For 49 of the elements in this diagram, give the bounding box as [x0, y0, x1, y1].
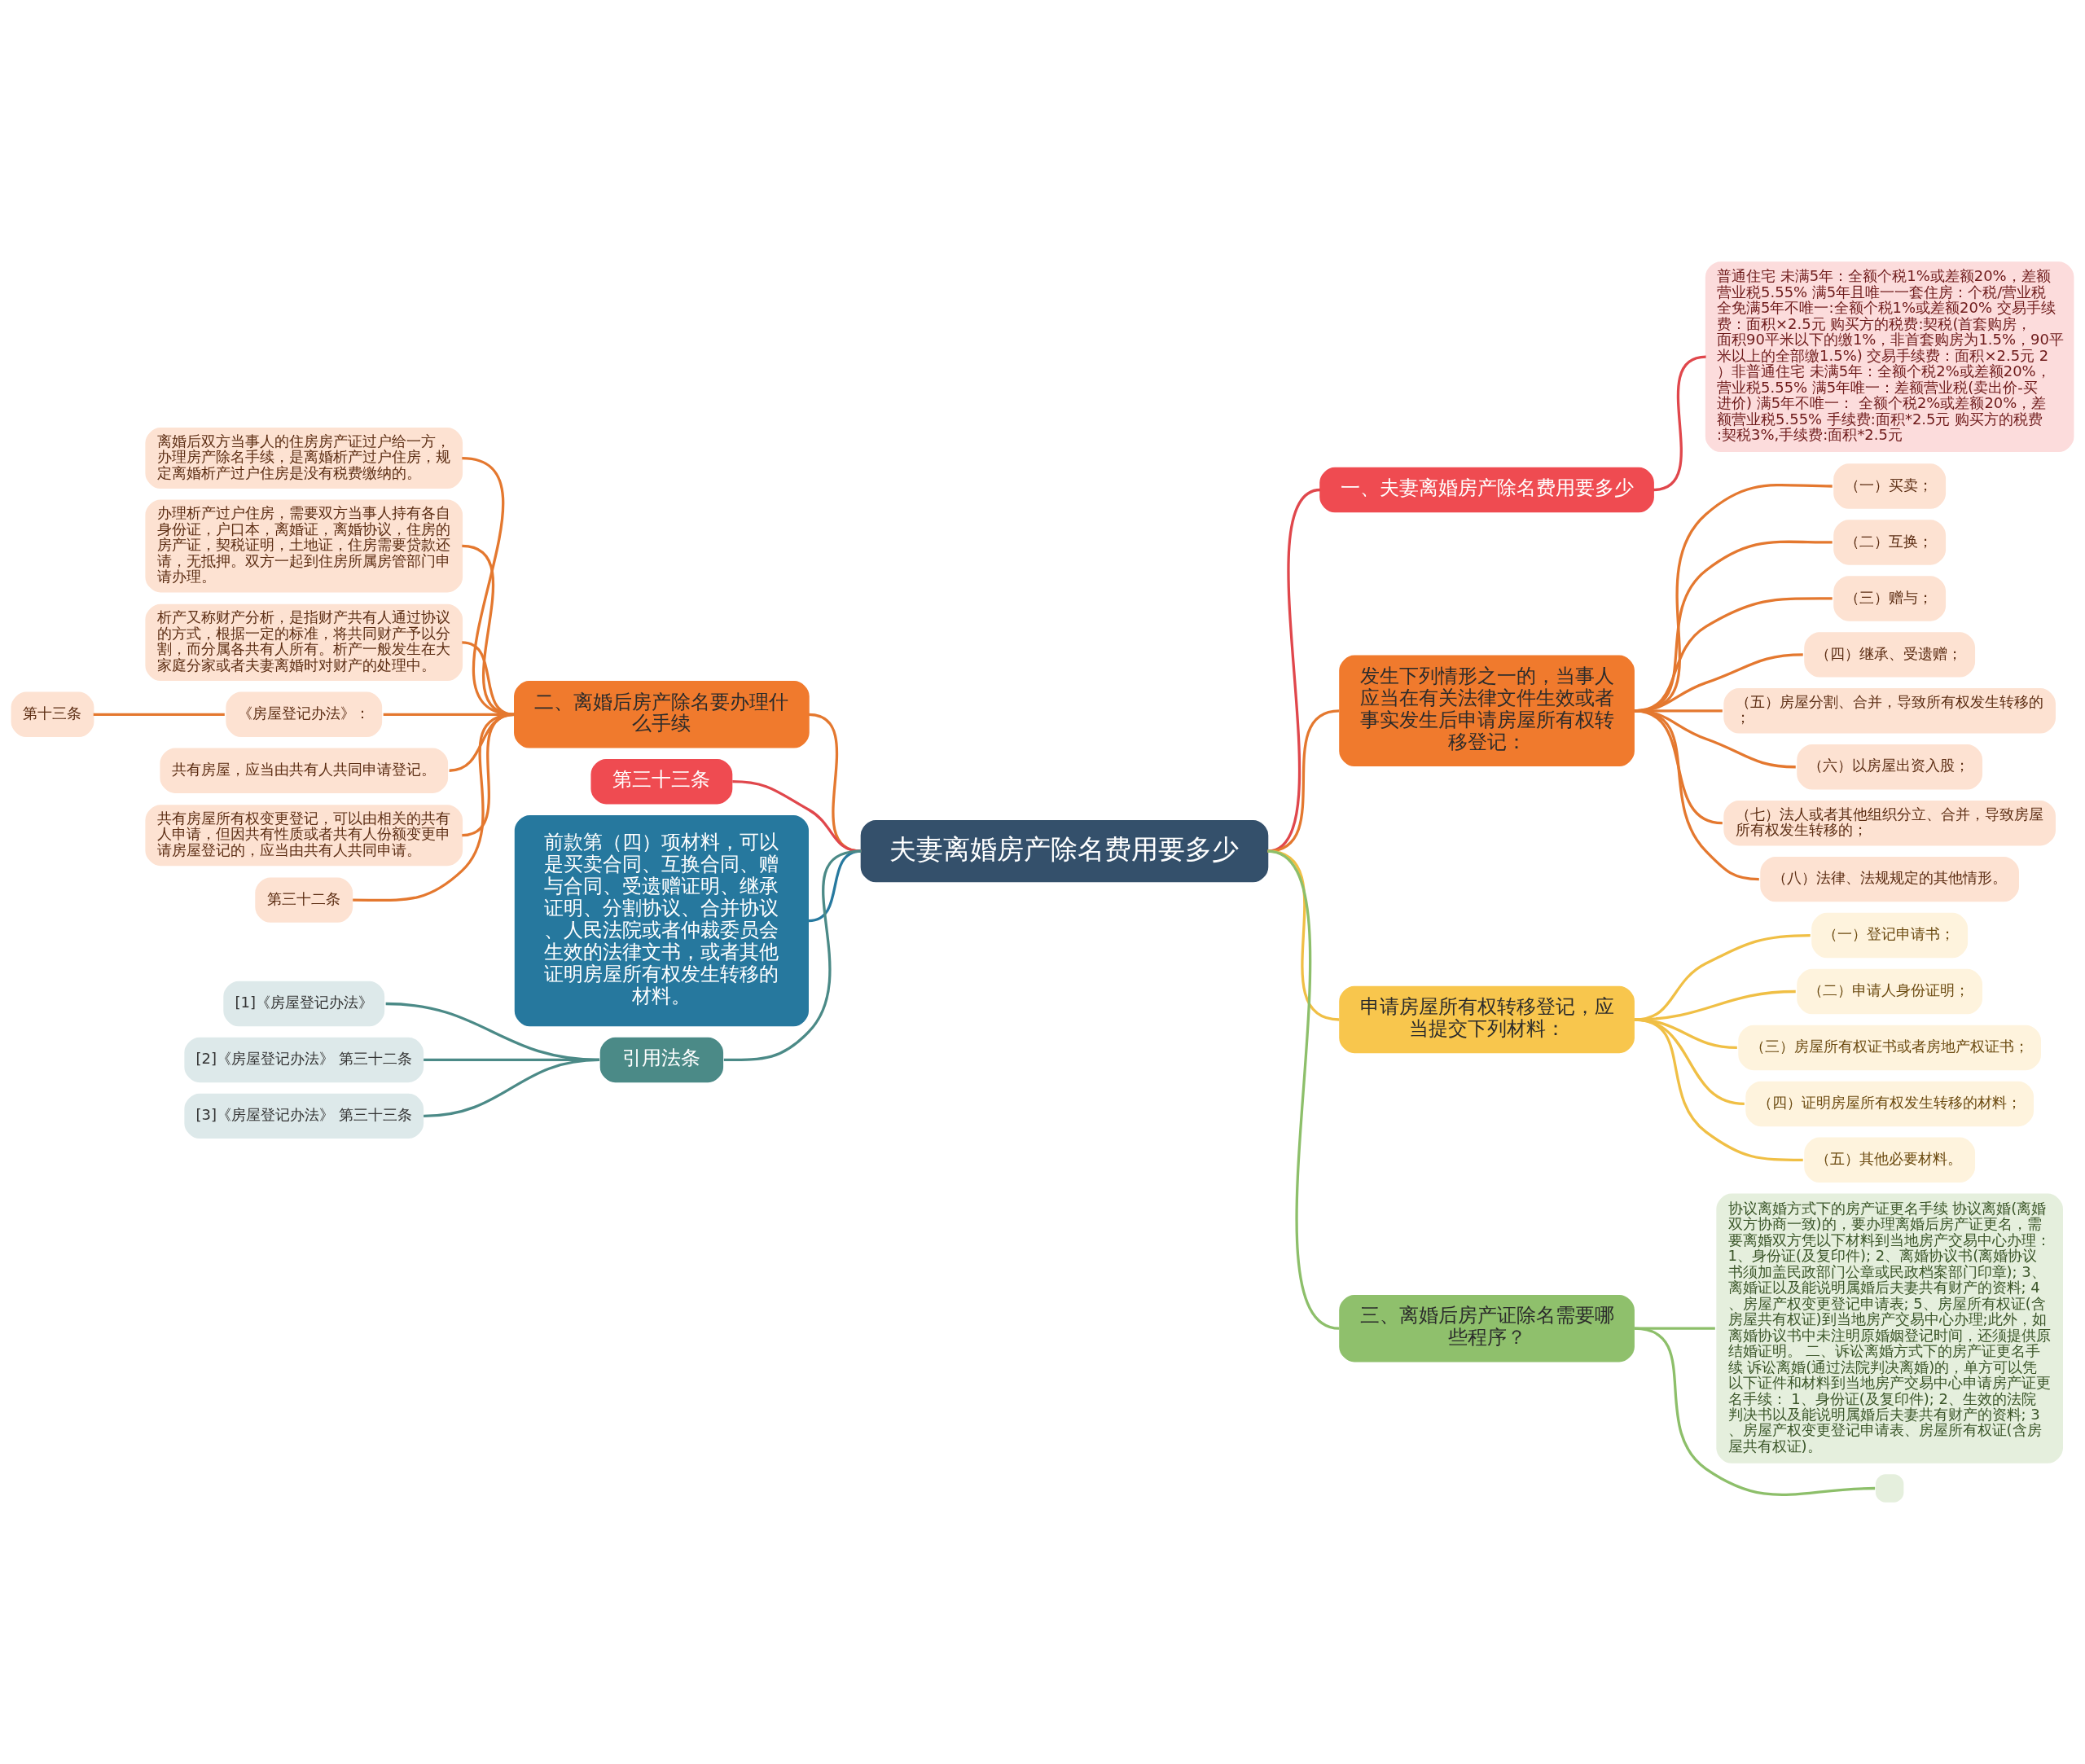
node-box: 协议离婚方式下的房产证更名手续 协议离婚(离婚双方协商一致)的，要办理离婚后房产证更名，需要离婚双方凭以下材料到当地房产交易中心办理： 1、身份证(及复印件); 2、离婚协议书(离婚协议书须加盖民政部门公章或民政档案部门印章); 3、离婚证以及能说明属婚后夫妻共有财产的资料; 4、房屋产权变更登记申请表; 5、房屋所有权证(含房屋共有权证)到当地房产交易中心办理;此外，如离婚协议书中未注明原婚姻登记时间，还须提供原结婚证明。 二、诉讼离婚方式下的房产证更名手续 诉讼离婚(通过法院判决离婚)的，单方可以凭以下证件和材料到当地房产交易中心申请房产证更名手续： 1、身份证(及复印件); 2、生效的法院判决书以及能说明属婚后夫妻共有财产的资料; 3、房屋产权变更登记申请表、房屋所有权证(含房屋共有权证)。 [1716, 1193, 2063, 1463]
node-box: （三）赠与； [1833, 576, 1947, 621]
node-box: [2]《房屋登记办法》 第三十二条 [184, 1037, 424, 1083]
node-box: 离婚后双方当事人的住房房产证过户给一方，办理房产除名手续，是离婚析产过户住房，规定离婚析产过户住房是没有税费缴纳的。 [145, 428, 463, 489]
connector [353, 713, 515, 902]
node-box: （四）证明房屋所有权发生转移的材料； [1745, 1081, 2034, 1127]
node-box [1875, 1474, 1904, 1503]
node-box: （七）法人或者其他组织分立、合并，导致房屋所有权发生转移的； [1723, 800, 2056, 846]
connector [424, 1058, 600, 1118]
node-box: （一）买卖； [1833, 463, 1947, 509]
connector [1267, 709, 1340, 853]
node-box: （二）互换； [1833, 520, 1947, 565]
node-box: （五）房屋分割、合并，导致所有权发生转移的； [1723, 688, 2056, 734]
node-box: 一、夫妻离婚房产除名费用要多少 [1319, 467, 1654, 513]
node-box: 夫妻离婚房产除名费用要多少 [860, 819, 1269, 883]
node-box: 三、离婚后房产证除名需要哪些程序？ [1339, 1294, 1635, 1362]
node-box: 办理析产过户住房，需要双方当事人持有各自身份证，户口本，离婚证，离婚协议，住房的房产证，契税证明，土地证，住房需要贷款还请，无抵押。双方一起到住房所属房管部门申请办理。 [145, 499, 463, 593]
node-box: （三）房屋所有权证书或者房地产权证书； [1738, 1025, 2041, 1071]
node-box: 发生下列情形之一的，当事人应当在有关法律文件生效或者事实发生后申请房屋所有权转移登记： [1339, 655, 1635, 766]
node-box: 二、离婚后房产除名要办理什么手续 [514, 681, 810, 748]
connector [1634, 1018, 1803, 1161]
node-box: [3]《房屋登记办法》 第三十三条 [184, 1093, 424, 1139]
node-box: 普通住宅 未满5年：全额个税1%或差额20%，差额营业税5.55% 满5年且唯一一套住房：个税/营业税全免满5年不唯一:全额个税1%或差额20% 交易手续费：面积×2.5元 购买方的税费:契税(首套购房，面积90平米以下的缴1%，非首套购房为1.5%，90平米以上的全部缴1.5%) 交易手续费：面积×2.5元 2）非普通住宅 未满5年：全额个税2%或差额20%，营业税5.55% 满5年唯一：差额营业税(卖出价-买进价) 满5年不唯一： 全额个税2%或差额20%，差额营业税5.55% 手续费:面积*2.5元 购买方的税费:契税3%,手续费:面积*2.5元 [1705, 261, 2074, 453]
node-box: [1]《房屋登记办法》 [223, 981, 385, 1027]
node-box: （八）法律、法规规定的其他情形。 [1760, 856, 2019, 902]
connector [1634, 709, 1759, 881]
connector [93, 713, 225, 716]
node-box: （一）登记申请书； [1811, 912, 1969, 959]
node-box: 第十三条 [11, 691, 94, 737]
connector [462, 544, 516, 716]
node-box: 第三十三条 [590, 759, 733, 805]
node-box: 析产又称财产分析，是指财产共有人通过协议的方式，根据一定的标准，将共同财产予以分割，而分属各共有人所有。析产一般发生在大家庭分家或者夫妻离婚时对财产的处理中。 [145, 603, 463, 682]
connector [723, 849, 862, 1062]
node-box: 第三十二条 [255, 877, 353, 923]
connector [1634, 1327, 1876, 1497]
node-box: （五）其他必要材料。 [1804, 1137, 1976, 1183]
node-box: （六）以房屋出资入股； [1797, 744, 1983, 790]
node-box: 前款第（四）项材料，可以是买卖合同、互换合同、赠与合同、受遗赠证明、继承证明、分割协议、合并协议、人民法院或者仲裁委员会生效的法律文书，或者其他证明房屋所有权发生转移的材料。 [514, 814, 809, 1027]
connector [1266, 849, 1340, 1330]
node-box: 申请房屋所有权转移登记，应当提交下列材料： [1339, 985, 1635, 1054]
connector [1653, 355, 1706, 492]
node-box: 共有房屋，应当由共有人共同申请登记。 [160, 748, 449, 793]
node-box: 《房屋登记办法》： [226, 691, 383, 737]
connector [462, 456, 516, 716]
node-box: （四）继承、受遗赠； [1804, 632, 1976, 678]
node-box: 共有房屋所有权变更登记，可以由相关的共有人申请，但因共有性质或者共有人份额变更申请房屋登记的，应当由共有人共同申请。 [145, 805, 463, 867]
node-box: 引用法条 [599, 1037, 724, 1083]
node-box: （二）申请人身份证明； [1797, 968, 1983, 1015]
connector [732, 780, 862, 853]
